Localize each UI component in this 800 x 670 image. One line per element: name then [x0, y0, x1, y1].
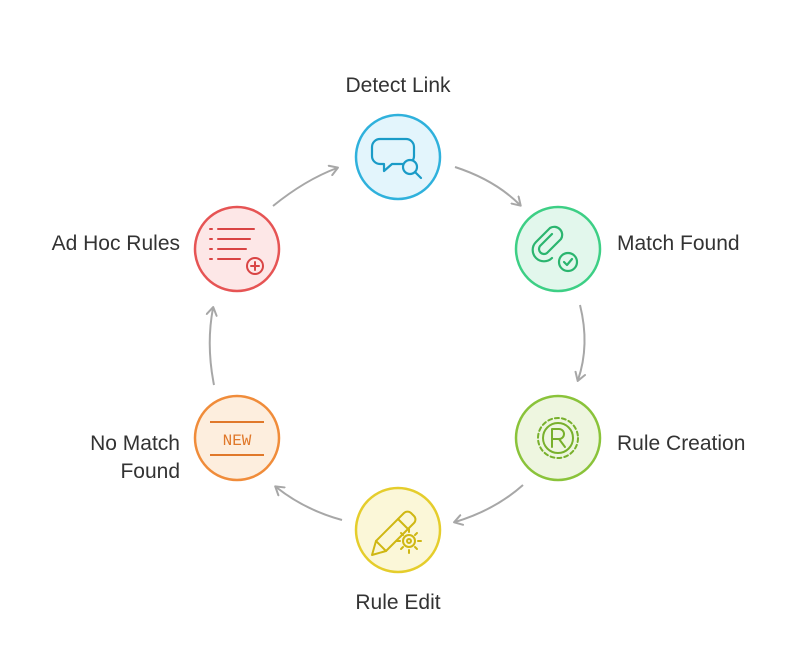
- label-detect-link: Detect Link: [345, 74, 451, 97]
- arrow-detect-to-match: [454, 166, 522, 207]
- list-add-icon: [209, 228, 264, 275]
- node-match-found-circle: [514, 205, 602, 293]
- node-no-match-found[interactable]: NEW: [193, 394, 281, 482]
- label-rule-edit: Rule Edit: [355, 591, 441, 614]
- node-match-found[interactable]: [514, 205, 602, 293]
- node-detect-link[interactable]: [354, 113, 442, 201]
- arrow-adhoc-to-detect: [272, 164, 339, 207]
- chat-search-icon: [370, 137, 423, 180]
- node-no-match-found-circle: [193, 394, 281, 482]
- label-ad-hoc-rules: Ad Hoc Rules: [51, 232, 180, 255]
- node-rule-creation[interactable]: [514, 394, 602, 482]
- label-rule-creation: Rule Creation: [617, 432, 746, 455]
- arrow-no-match-to-adhoc: [205, 306, 218, 386]
- pencil-gear-icon: [371, 510, 422, 556]
- node-ad-hoc-rules[interactable]: [193, 205, 281, 293]
- label-no-match-found-line1: No Match: [90, 432, 180, 455]
- node-rule-edit[interactable]: [354, 486, 442, 574]
- new-tag-icon: NEW: [210, 421, 264, 456]
- label-no-match-found: No Match Found: [90, 430, 180, 486]
- paperclip-check-icon: [531, 225, 579, 273]
- gear-r-icon: [537, 417, 579, 459]
- label-no-match-found-line2: Found: [120, 460, 180, 483]
- arrow-rule-creation-to-edit: [453, 484, 524, 526]
- node-detect-link-circle: [354, 113, 442, 201]
- node-rule-edit-circle: [354, 486, 442, 574]
- arrow-match-to-rule-creation: [574, 304, 586, 382]
- new-tag-text: NEW: [223, 432, 252, 450]
- label-match-found: Match Found: [617, 232, 740, 255]
- arrow-edit-to-no-match: [274, 485, 343, 521]
